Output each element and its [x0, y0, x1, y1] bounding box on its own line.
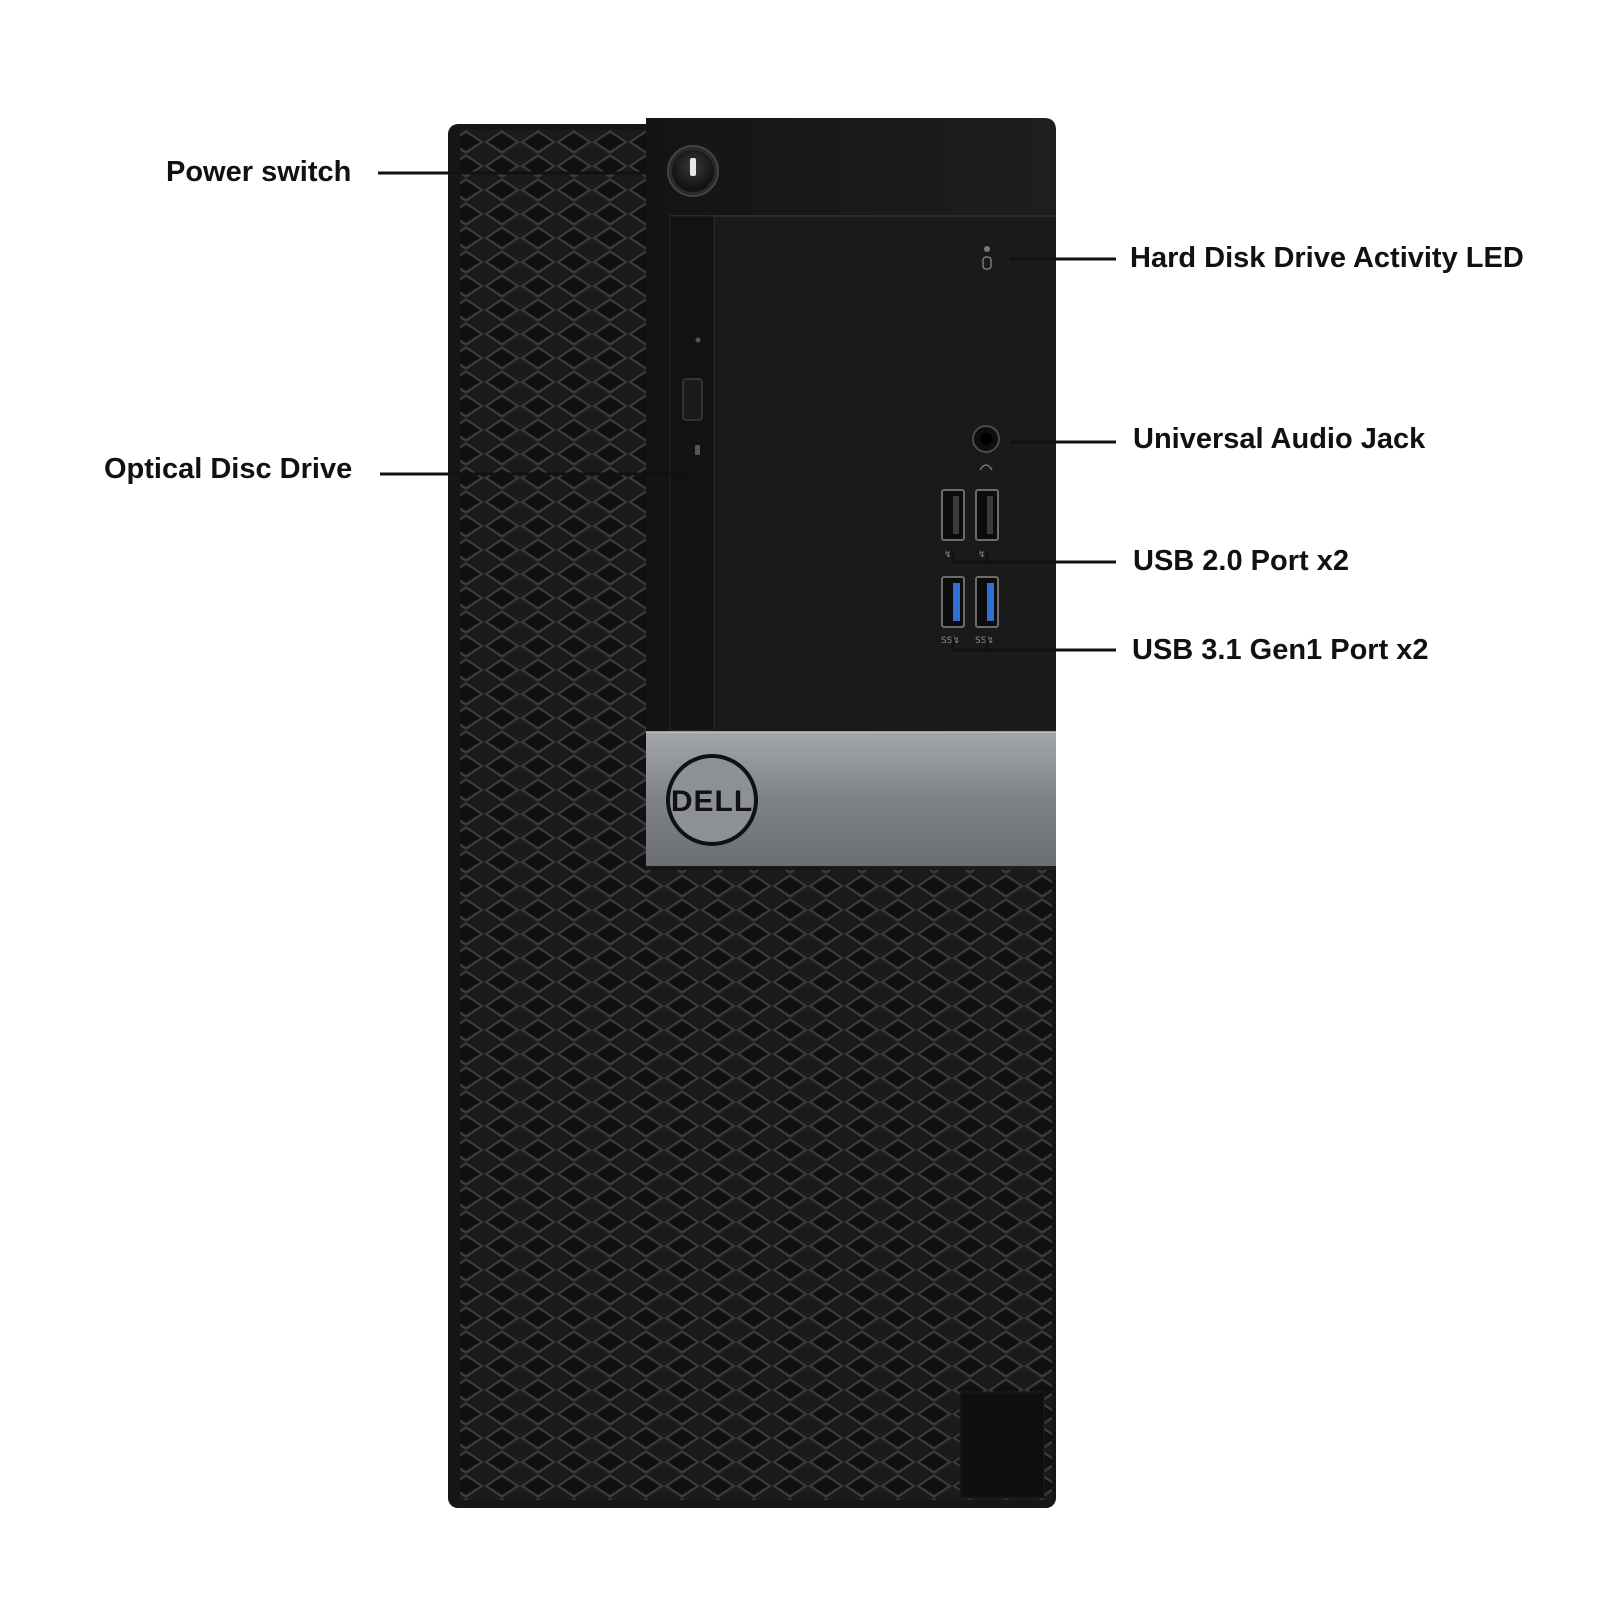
- mesh-grille-bottom: [460, 868, 1052, 1500]
- dell-logo: DELL: [671, 785, 753, 818]
- power-icon: [690, 158, 696, 176]
- audio-jack[interactable]: [980, 433, 992, 445]
- usb31-icon-1: SS↯: [941, 636, 960, 646]
- optical-drive-eject-button[interactable]: [682, 378, 703, 421]
- label-usb2-ports: USB 2.0 Port x2: [1133, 545, 1349, 577]
- drive-bay-panel: [670, 216, 1056, 730]
- optical-drive-pinhole: [695, 337, 701, 343]
- usb31-icon-2: SS↯: [975, 636, 994, 646]
- headset-icon: [979, 464, 993, 471]
- usb2-icon-2: ↯: [978, 550, 986, 560]
- usb2-icon-1: ↯: [944, 550, 952, 560]
- dell-logo-ring: [666, 754, 758, 846]
- service-tag-panel: [959, 1391, 1045, 1499]
- optical-drive-led: [695, 445, 700, 455]
- label-power-switch: Power switch: [166, 156, 352, 188]
- leader-usb2: [951, 552, 1116, 564]
- label-optical-disc-drive: Optical Disc Drive: [104, 453, 353, 485]
- label-usb31-ports: USB 3.1 Gen1 Port x2: [1132, 634, 1429, 666]
- label-hdd-activity-led: Hard Disk Drive Activity LED: [1130, 242, 1524, 274]
- leader-usb31: [951, 638, 1116, 652]
- hdd-led-icon: [982, 256, 992, 270]
- hdd-led-dot: [984, 246, 990, 252]
- label-universal-audio-jack: Universal Audio Jack: [1133, 423, 1426, 455]
